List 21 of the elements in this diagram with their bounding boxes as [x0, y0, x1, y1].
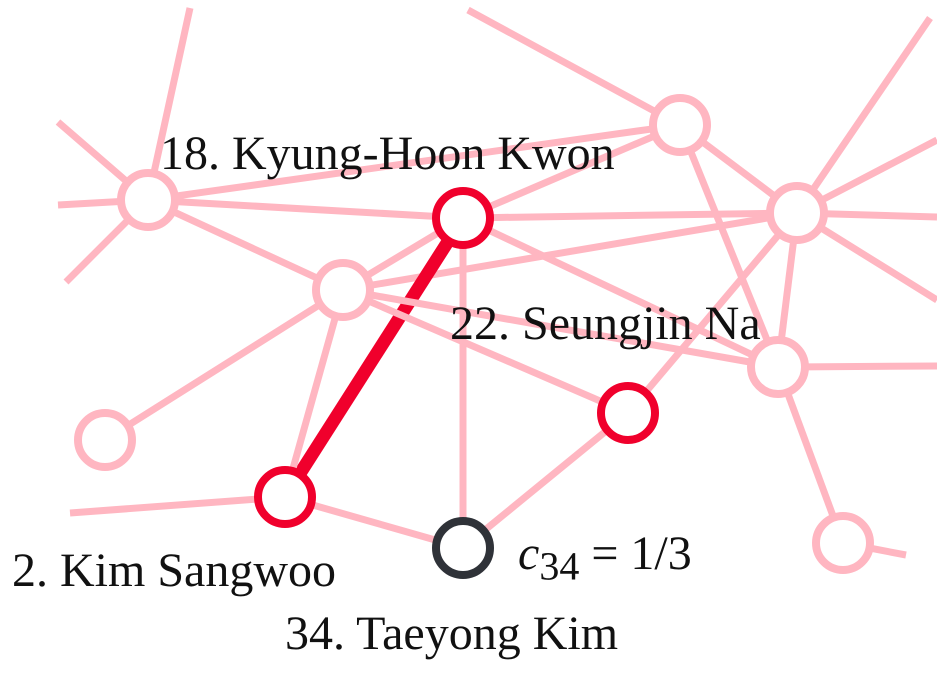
connector-line: [64, 217, 131, 284]
connector-line: [294, 238, 454, 477]
node-label: 22. Seungjin Na: [450, 298, 761, 351]
connector-line: [643, 232, 782, 394]
connector-line: [486, 226, 754, 358]
connector-line: [820, 136, 937, 204]
node-label: 34. Taeyong Kim: [285, 608, 618, 661]
connector-line: [700, 139, 777, 199]
connector-line: [126, 302, 322, 428]
connector-line: [56, 119, 130, 184]
connector-line: [784, 392, 837, 518]
connector-line: [365, 229, 441, 279]
formula-label: c$_{34}$ = 1/3: [518, 528, 692, 589]
connector-line: [482, 428, 609, 533]
connector-line: [460, 246, 466, 520]
node-label: 2. Kim Sangwoo: [12, 545, 336, 598]
connector-line: [70, 496, 258, 516]
connector-line: [810, 16, 933, 192]
connector-line: [687, 150, 771, 342]
connector-line: [289, 316, 339, 471]
node-label: 18. Kyung-Hoon Kwon: [160, 128, 615, 181]
